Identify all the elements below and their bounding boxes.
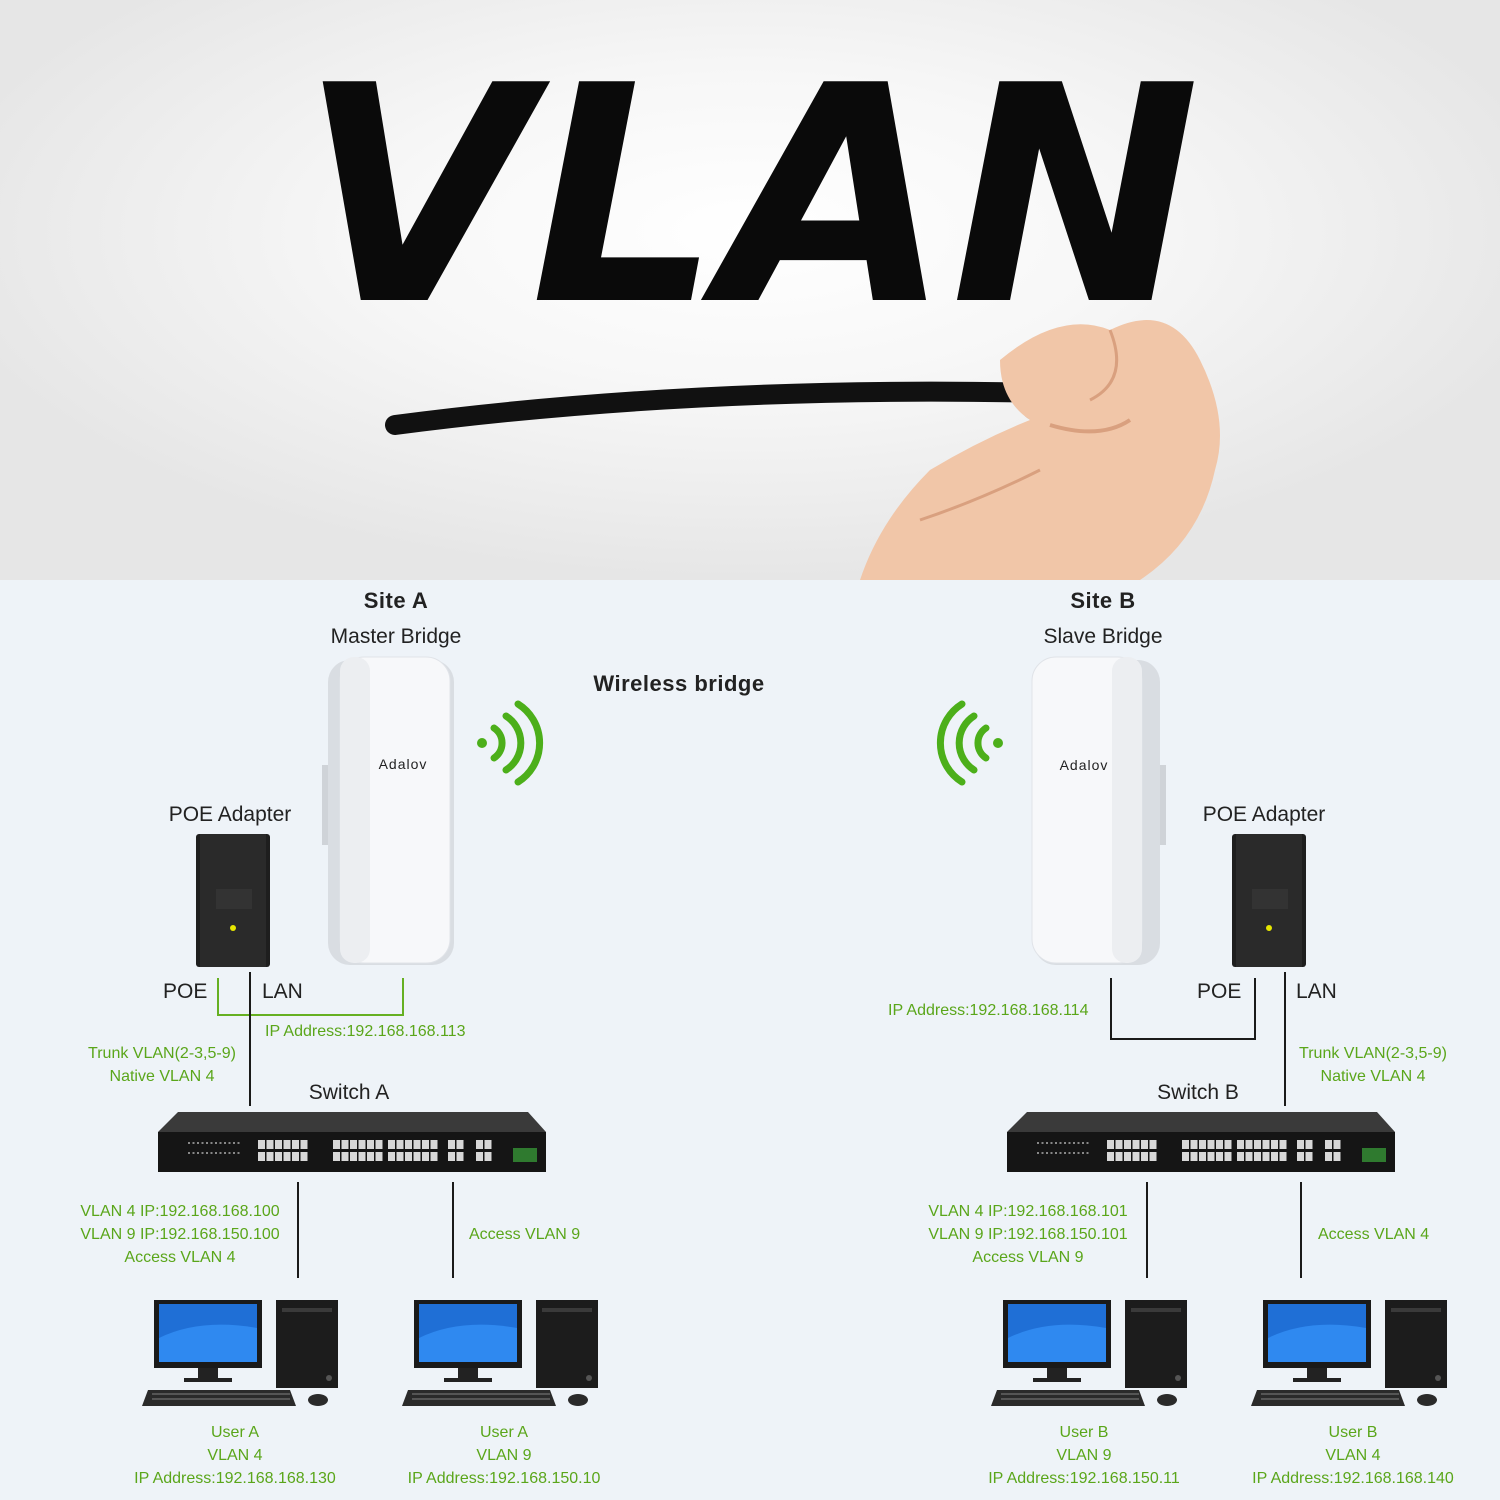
poe-cable-a	[217, 978, 404, 1016]
lan-port-b-label: LAN	[1296, 980, 1337, 1003]
trunk-b-native: Native VLAN 4	[1320, 1068, 1426, 1085]
user-b2-vlan: VLAN 4	[1325, 1447, 1381, 1464]
poe-adapter-b-label: POE Adapter	[1202, 803, 1326, 826]
computer-user-b2	[1251, 1300, 1447, 1406]
trunk-a-info: Trunk VLAN(2-3,5-9) Native VLAN 4	[88, 1042, 236, 1088]
wifi-signal-icon	[477, 700, 544, 786]
switch-a-port1-info: VLAN 4 IP:192.168.168.100 VLAN 9 IP:192.…	[80, 1200, 279, 1269]
switch-b-access-vlan: Access VLAN 9	[972, 1249, 1084, 1266]
user-a2-info: User A VLAN 9 IP Address:192.168.150.10	[408, 1421, 601, 1490]
user-a1-ip: IP Address:192.168.168.130	[134, 1470, 336, 1487]
user-a2-vlan: VLAN 9	[476, 1447, 532, 1464]
switch-b-port2-info: Access VLAN 4	[1318, 1226, 1430, 1243]
hand-icon	[860, 320, 1220, 580]
switch-b-device	[1007, 1112, 1395, 1172]
computer-user-a1	[142, 1300, 338, 1406]
marker-underline	[385, 381, 1055, 435]
uplink-user-b1	[1146, 1182, 1148, 1278]
trunk-b-vlans: Trunk VLAN(2-3,5-9)	[1299, 1045, 1447, 1062]
trunk-a-vlans: Trunk VLAN(2-3,5-9)	[88, 1045, 236, 1062]
user-b2-name: User B	[1328, 1424, 1378, 1441]
switch-a-label: Switch A	[308, 1081, 390, 1104]
switch-b-vlan4-ip: VLAN 4 IP:192.168.168.101	[928, 1203, 1128, 1220]
poe-adapter-a-device	[196, 834, 270, 967]
poe-adapter-b-device	[1232, 834, 1306, 967]
vlan-title: VLAN	[300, 22, 1220, 580]
computer-user-b1	[991, 1300, 1187, 1406]
wireless-bridge-label: Wireless bridge	[593, 671, 765, 696]
uplink-user-b2	[1300, 1182, 1302, 1278]
bridge-b-ip: IP Address:192.168.168.114	[888, 1002, 1089, 1019]
uplink-user-a1	[297, 1182, 299, 1278]
trunk-b-info: Trunk VLAN(2-3,5-9) Native VLAN 4	[1299, 1042, 1447, 1088]
switch-a-vlan4-ip: VLAN 4 IP:192.168.168.100	[80, 1203, 280, 1220]
switch-b-port1-info: VLAN 4 IP:192.168.168.101 VLAN 9 IP:192.…	[928, 1200, 1127, 1269]
site-a-heading: Site A	[363, 588, 429, 613]
wifi-signal-icon	[936, 700, 1003, 786]
switch-a-vlan9-ip: VLAN 9 IP:192.168.150.100	[80, 1226, 280, 1243]
user-a1-name: User A	[210, 1424, 259, 1441]
switch-a-port2-info: Access VLAN 9	[469, 1226, 581, 1243]
computer-user-a2	[402, 1300, 598, 1406]
user-b2-info: User B VLAN 4 IP Address:192.168.168.140	[1252, 1421, 1454, 1490]
poe-cable-b	[1110, 978, 1256, 1040]
poe-port-a-label: POE	[163, 980, 208, 1003]
slave-bridge-label: Slave Bridge	[1043, 625, 1163, 648]
slave-bridge-brand: Adalov	[1059, 757, 1109, 773]
switch-b-vlan9-ip: VLAN 9 IP:192.168.150.101	[928, 1226, 1128, 1243]
trunk-a-native: Native VLAN 4	[109, 1068, 215, 1085]
lan-port-a-label: LAN	[262, 980, 303, 1003]
user-b1-info: User B VLAN 9 IP Address:192.168.150.11	[988, 1421, 1180, 1490]
switch-a-device	[158, 1112, 546, 1172]
site-b-heading: Site B	[1070, 588, 1136, 613]
user-a1-info: User A VLAN 4 IP Address:192.168.168.130	[134, 1421, 336, 1490]
switch-b-label: Switch B	[1157, 1081, 1239, 1104]
user-b1-name: User B	[1059, 1424, 1109, 1441]
master-bridge-label: Master Bridge	[330, 625, 462, 648]
master-bridge-device	[322, 656, 454, 965]
switch-a-access-vlan: Access VLAN 4	[124, 1249, 236, 1266]
master-bridge-brand: Adalov	[378, 756, 428, 772]
user-a2-ip: IP Address:192.168.150.10	[407, 1470, 601, 1487]
vlan-title-text: VLAN	[300, 22, 1200, 371]
slave-bridge-device	[1031, 656, 1166, 965]
lan-cable-a	[249, 972, 251, 1106]
bridge-a-ip: IP Address:192.168.168.113	[265, 1023, 466, 1040]
poe-port-b-label: POE	[1197, 980, 1242, 1003]
hero-banner: VLAN	[0, 0, 1500, 580]
user-b2-ip: IP Address:192.168.168.140	[1252, 1470, 1454, 1487]
user-b1-ip: IP Address:192.168.150.11	[988, 1470, 1180, 1487]
user-b1-vlan: VLAN 9	[1056, 1447, 1112, 1464]
poe-adapter-a-label: POE Adapter	[168, 803, 292, 826]
uplink-user-a2	[452, 1182, 454, 1278]
user-a2-name: User A	[479, 1424, 528, 1441]
lan-cable-b	[1284, 972, 1286, 1106]
network-diagram: Site A Master Bridge Wireless bridge Sit…	[0, 580, 1500, 1500]
user-a1-vlan: VLAN 4	[207, 1447, 263, 1464]
